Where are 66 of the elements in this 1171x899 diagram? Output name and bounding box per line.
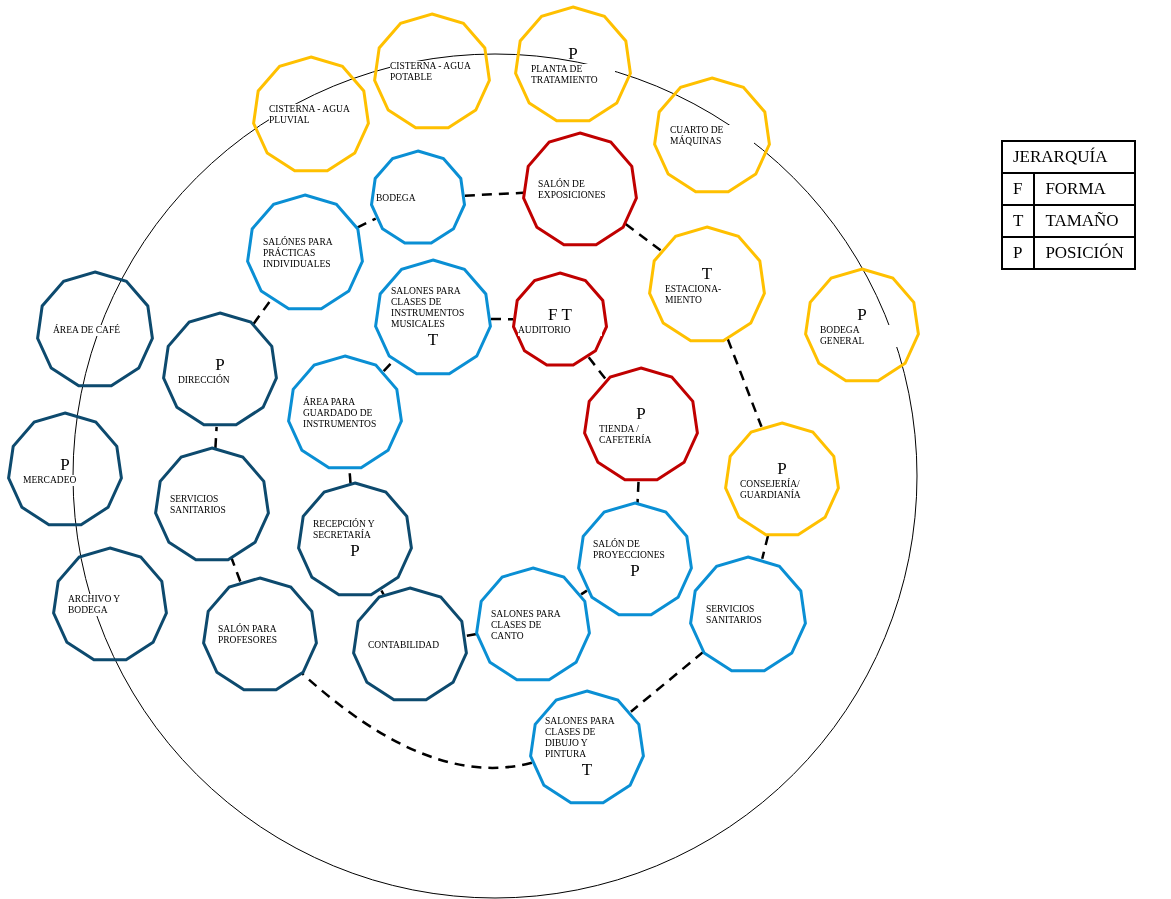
space-bubble [245,193,365,313]
circulation-path [466,632,477,638]
space-bubble [513,5,633,125]
space-name: CISTERNA - AGUA PLUVIAL [269,104,353,126]
hierarchy-mark: P [857,305,867,325]
space-bubble [521,131,639,249]
circulation-path [214,426,218,449]
space-bubble [528,689,646,807]
space-bubble [51,546,169,664]
space-bubble [576,501,694,619]
space-bubble [688,555,808,675]
table-cell: TAMAÑO [1034,205,1135,237]
circulation-path [587,356,608,381]
circulation-path [490,317,514,321]
hierarchy-mark: T [701,264,713,284]
space-bubble [351,586,469,704]
space-name: CISTERNA - AGUA POTABLE [390,61,474,83]
circulation-path [464,191,524,197]
circulation-path [301,672,533,770]
table-cell: FORMA [1034,173,1135,205]
space-bubble [153,446,271,564]
space-bubble [372,12,492,132]
circulation-path [580,589,588,596]
space-name: AUDITORIO [518,324,602,336]
space-bubble [369,149,467,247]
circulation-path [624,223,662,252]
circulation-path [230,558,242,582]
space-bubble [511,271,609,369]
circulation-path [356,217,377,229]
space-bubble [201,576,319,694]
space-name: CUARTO DE MÁQUINAS [670,125,754,147]
space-name: PLANTA DE TRATAMIENTO [531,64,615,86]
table-cell: T [1002,205,1035,237]
hierarchy-mark: P [636,404,646,424]
hierarchy-mark: T [427,330,439,350]
space-bubble [251,55,371,175]
table-cell: F [1002,173,1035,205]
space-bubble [35,270,155,390]
space-bubble [6,411,124,529]
hierarchy-mark: P [630,561,640,581]
space-bubble [373,258,493,378]
hierarchy-mark: P [777,459,787,478]
space-bubble [474,566,592,684]
space-bubble [652,76,772,196]
hierarchy-mark: T [581,760,593,780]
circulation-path [636,481,640,504]
table-cell: POSICIÓN [1034,237,1135,269]
hierarchy-mark: P [215,354,225,374]
table-heading: JERARQUÍA [1002,141,1135,173]
circulation-path [252,299,272,325]
space-bubble [161,311,279,429]
space-bubble [296,481,414,599]
circulation-path [761,535,770,560]
hierarchy-mark: P [568,44,578,64]
circulation-path [380,589,385,596]
hierarchy-mark: F T [548,304,572,325]
hierarchy-mark: P [60,454,70,475]
space-bubble [647,225,767,345]
space-bubble [803,267,921,385]
space-bubble [723,421,841,539]
hierarchy-mark: P [350,541,360,561]
table-cell: P [1002,237,1035,269]
circulation-path [630,650,705,713]
circulation-path [726,338,763,428]
space-bubble [582,366,700,484]
space-bubble [286,354,404,472]
